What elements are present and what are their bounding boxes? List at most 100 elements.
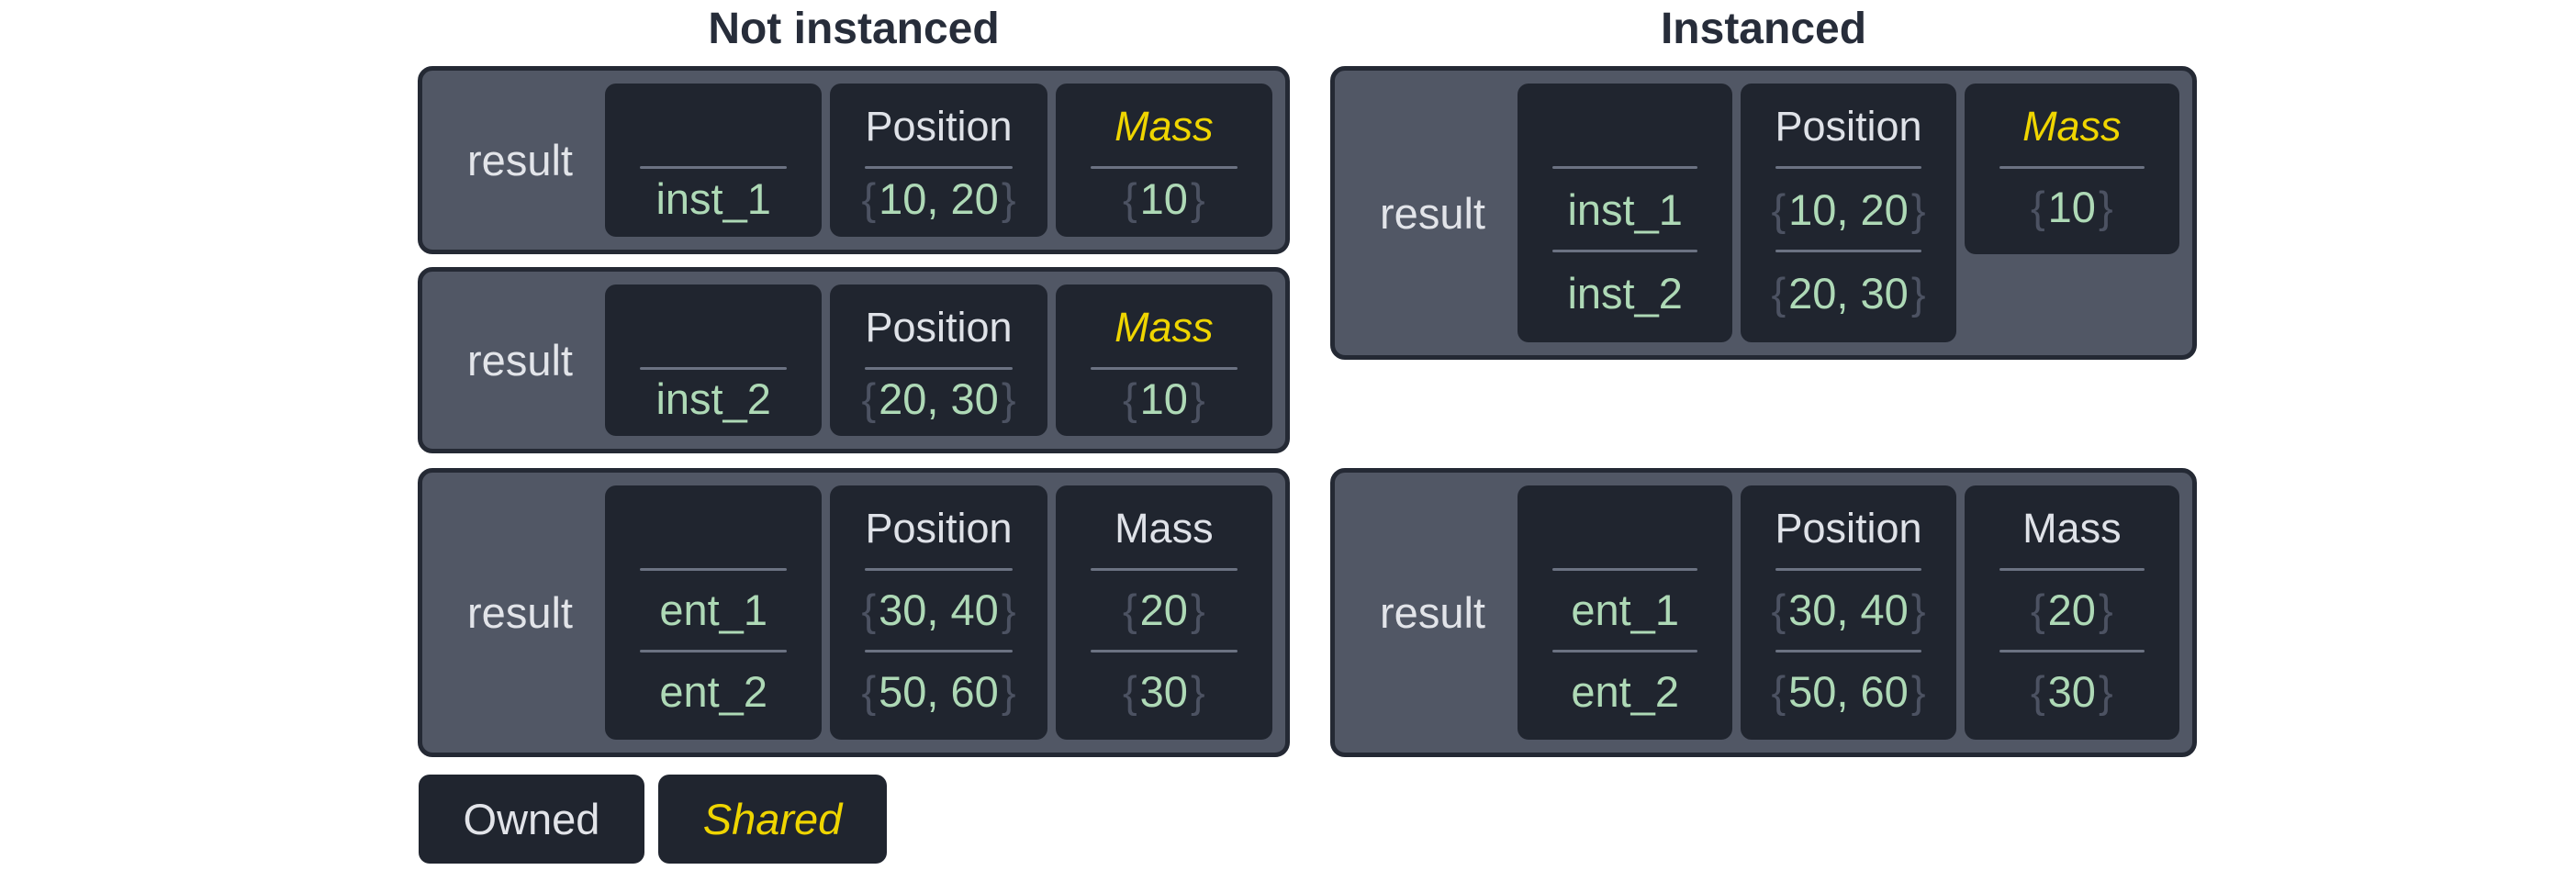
divider [1775, 649, 1921, 652]
close-brace: } [1910, 184, 1926, 234]
close-brace: } [2098, 666, 2113, 716]
position-header: Position [1775, 103, 1922, 150]
cells-row: inst_1 inst_2 Position {10, 20} {20, 30}… [1518, 84, 2179, 342]
entity-column-header [618, 288, 809, 367]
close-brace: } [1001, 173, 1016, 223]
divider [1775, 568, 1921, 571]
position-value: {20, 30} [1753, 252, 1943, 333]
entity-column-header [1530, 489, 1719, 568]
divider [1775, 250, 1921, 252]
mass-value: {10} [1069, 370, 1260, 427]
close-brace: } [2098, 586, 2113, 635]
divider [865, 568, 1013, 571]
close-brace: } [1001, 374, 1016, 423]
result-label: result [1380, 188, 1485, 238]
divider [640, 166, 788, 169]
mass-number: 10 [2047, 183, 2096, 231]
position-numbers: 30, 40 [1788, 586, 1909, 635]
entity-id: inst_2 [655, 374, 771, 423]
open-brace: { [2030, 666, 2045, 716]
entity-id: inst_2 [1567, 268, 1683, 318]
result-label: result [467, 136, 573, 184]
divider [865, 367, 1013, 370]
result-label: result [467, 588, 573, 637]
open-brace: { [1771, 586, 1786, 635]
query-result-box-not-instanced-1: result inst_1 Position {10, 20} Mass {10… [418, 66, 1290, 254]
mass-value: {30} [1069, 652, 1260, 731]
legend-shared-chip: Shared [658, 775, 887, 864]
open-brace: { [861, 666, 877, 716]
entity-id-column: ent_1 ent_2 [605, 485, 823, 740]
mass-header: Mass [1114, 505, 1214, 552]
open-brace: { [861, 374, 877, 423]
mass-number: 30 [1139, 666, 1188, 716]
cells-row: ent_1 ent_2 Position {30, 40} {50, 60} M… [1518, 485, 2179, 740]
entity-id: ent_1 [659, 586, 767, 635]
close-brace: } [1910, 268, 1926, 318]
divider [1090, 649, 1238, 652]
divider [640, 568, 788, 571]
close-brace: } [1910, 666, 1926, 716]
close-brace: } [1190, 173, 1205, 223]
divider [1090, 367, 1238, 370]
mass-header: Mass [1114, 103, 1214, 150]
cells-row: inst_2 Position {20, 30} Mass {10} [605, 284, 1272, 436]
mass-column: Mass {20} {30} [1055, 485, 1272, 740]
entity-id: ent_1 [1571, 586, 1679, 635]
mass-header: Mass [1114, 304, 1214, 351]
entity-id: ent_2 [659, 666, 767, 716]
divider [1552, 166, 1698, 169]
position-header: Position [1775, 505, 1922, 552]
entity-column-header [1530, 87, 1719, 166]
query-result-box-not-instanced-entities: result ent_1 ent_2 Position {30, 40} {50… [418, 468, 1290, 757]
open-brace: { [1771, 268, 1786, 318]
position-header: Position [865, 103, 1013, 150]
query-result-box-instanced-entities: result ent_1 ent_2 Position {30, 40} {50… [1330, 468, 2197, 757]
position-value: {50, 60} [1753, 652, 1943, 731]
close-brace: } [2098, 183, 2113, 231]
entity-id-column: inst_1 inst_2 [1518, 84, 1733, 342]
divider [640, 649, 788, 652]
entity-id: inst_1 [1567, 184, 1683, 234]
open-brace: { [1122, 586, 1137, 635]
mass-value: {10} [1069, 169, 1260, 228]
mass-column: Mass {10} [1055, 284, 1272, 436]
cells-row: ent_1 ent_2 Position {30, 40} {50, 60} M… [605, 485, 1272, 740]
divider [1090, 568, 1238, 571]
mass-number: 10 [1139, 374, 1188, 423]
position-value: {30, 40} [1753, 571, 1943, 650]
open-brace: { [2030, 183, 2045, 231]
open-brace: { [1122, 666, 1137, 716]
open-brace: { [1771, 184, 1786, 234]
divider [1999, 568, 2145, 571]
mass-header: Mass [2022, 103, 2122, 150]
result-label: result [1380, 588, 1485, 637]
divider [1552, 649, 1698, 652]
mass-value: {10} [1977, 169, 2167, 245]
close-brace: } [1001, 666, 1016, 716]
entity-id: ent_2 [1571, 666, 1679, 716]
mass-column: Mass {20} {30} [1964, 485, 2179, 740]
query-result-box-not-instanced-2: result inst_2 Position {20, 30} Mass {10… [418, 267, 1290, 453]
mass-number: 20 [2047, 586, 2096, 635]
divider [865, 649, 1013, 652]
instanced-title: Instanced [1660, 5, 1867, 53]
divider [1775, 166, 1921, 169]
close-brace: } [1910, 586, 1926, 635]
open-brace: { [1122, 374, 1137, 423]
close-brace: } [1190, 666, 1205, 716]
entity-id: inst_1 [655, 173, 771, 223]
mass-value: {30} [1977, 652, 2167, 731]
entity-id-column: inst_2 [605, 284, 823, 436]
mass-column-shared: Mass {10} [1964, 84, 2179, 254]
divider [1999, 166, 2145, 169]
position-numbers: 10, 20 [879, 173, 999, 223]
legend-owned-chip: Owned [419, 775, 644, 864]
mass-number: 10 [1139, 173, 1188, 223]
position-numbers: 20, 30 [1788, 268, 1909, 318]
result-label: result [467, 336, 573, 385]
position-column: Position {30, 40} {50, 60} [1741, 485, 1956, 740]
entity-column-header [618, 489, 809, 568]
position-header: Position [865, 505, 1013, 552]
